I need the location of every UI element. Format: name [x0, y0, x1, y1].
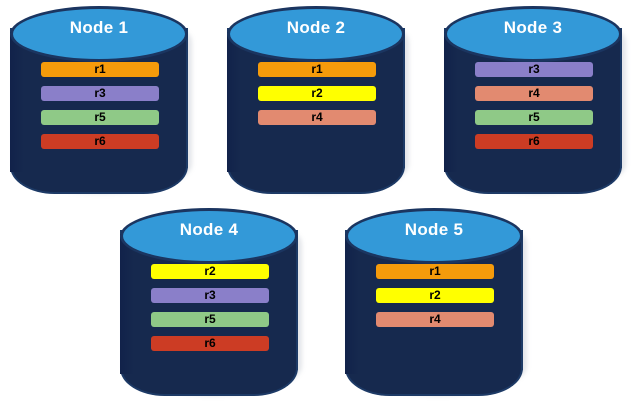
- cylinder-top-ellipse: [227, 6, 405, 62]
- replica-bar[interactable]: r3: [475, 62, 593, 77]
- replica-bar[interactable]: r2: [151, 264, 269, 279]
- cylinder-left-shade: [227, 32, 241, 172]
- replica-list: r3 r4 r5 r6: [475, 62, 593, 158]
- replica-bar[interactable]: r4: [258, 110, 376, 125]
- cylinder-left-shade: [10, 32, 24, 172]
- replica-bar[interactable]: r2: [376, 288, 494, 303]
- database-node-1[interactable]: Node 1 r1 r3 r5 r6: [10, 6, 192, 196]
- replica-bar[interactable]: r1: [376, 264, 494, 279]
- cylinder-body-mask: [229, 136, 403, 152]
- replica-bar[interactable]: r3: [41, 86, 159, 101]
- replica-bar[interactable]: r6: [475, 134, 593, 149]
- cylinder-left-shade: [120, 234, 134, 374]
- cylinder-top-ellipse: [345, 208, 523, 264]
- replica-bar[interactable]: r5: [475, 110, 593, 125]
- replica-bar[interactable]: r2: [258, 86, 376, 101]
- replica-bar[interactable]: r3: [151, 288, 269, 303]
- database-node-4[interactable]: Node 4 r2 r3 r5 r6: [120, 208, 302, 398]
- database-node-3[interactable]: Node 3 r3 r4 r5 r6: [444, 6, 626, 196]
- cylinder-left-shade: [345, 234, 359, 374]
- replica-bar[interactable]: r5: [41, 110, 159, 125]
- cylinder-top-ellipse: [444, 6, 622, 62]
- replica-list: r1 r3 r5 r6: [41, 62, 159, 158]
- cylinder-top-ellipse: [120, 208, 298, 264]
- database-node-5[interactable]: Node 5 r1 r2 r4: [345, 208, 527, 398]
- cylinder-top-ellipse: [10, 6, 188, 62]
- replica-bar[interactable]: r1: [258, 62, 376, 77]
- replica-bar[interactable]: r4: [475, 86, 593, 101]
- database-node-2[interactable]: Node 2 r1 r2 r4: [227, 6, 409, 196]
- cylinder-left-shade: [444, 32, 458, 172]
- replica-list: r2 r3 r5 r6: [151, 264, 269, 360]
- replica-bar[interactable]: r1: [41, 62, 159, 77]
- replica-bar[interactable]: r4: [376, 312, 494, 327]
- replica-bar[interactable]: r6: [151, 336, 269, 351]
- replica-list: r1 r2 r4: [258, 62, 376, 134]
- replica-bar[interactable]: r5: [151, 312, 269, 327]
- replica-bar[interactable]: r6: [41, 134, 159, 149]
- replica-list: r1 r2 r4: [376, 264, 494, 336]
- cylinder-body-mask: [347, 338, 521, 354]
